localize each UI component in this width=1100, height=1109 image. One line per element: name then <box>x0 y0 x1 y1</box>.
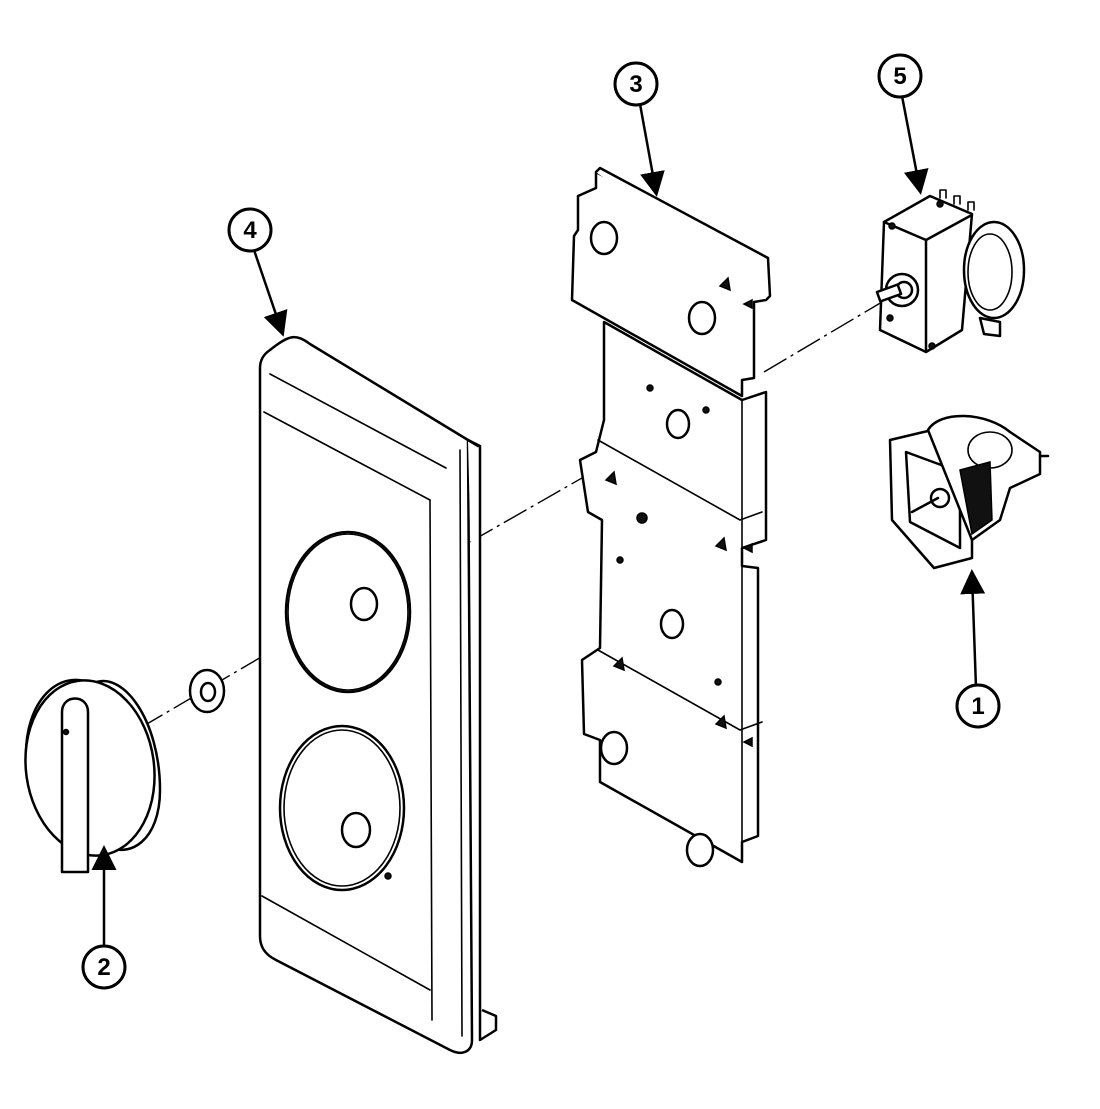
switch-part <box>888 414 1050 570</box>
leader-lines <box>91 94 986 948</box>
callout-2: 2 <box>81 944 127 990</box>
timer-part <box>875 189 1026 354</box>
assembly-centerlines <box>139 301 883 729</box>
callout-4: 4 <box>227 207 273 253</box>
callout-1: 1 <box>955 683 1001 729</box>
knob-part <box>24 678 162 874</box>
mounting-bracket-part <box>570 166 772 868</box>
callout-2-label: 2 <box>97 954 110 981</box>
callout-1-label: 1 <box>971 693 984 720</box>
callout-3-label: 3 <box>629 71 642 98</box>
washer-part <box>188 668 226 714</box>
callout-4-label: 4 <box>243 217 257 244</box>
callout-5: 5 <box>877 53 923 99</box>
callout-3: 3 <box>613 61 659 107</box>
callout-5-label: 5 <box>893 63 906 90</box>
control-panel-part <box>258 336 498 1054</box>
